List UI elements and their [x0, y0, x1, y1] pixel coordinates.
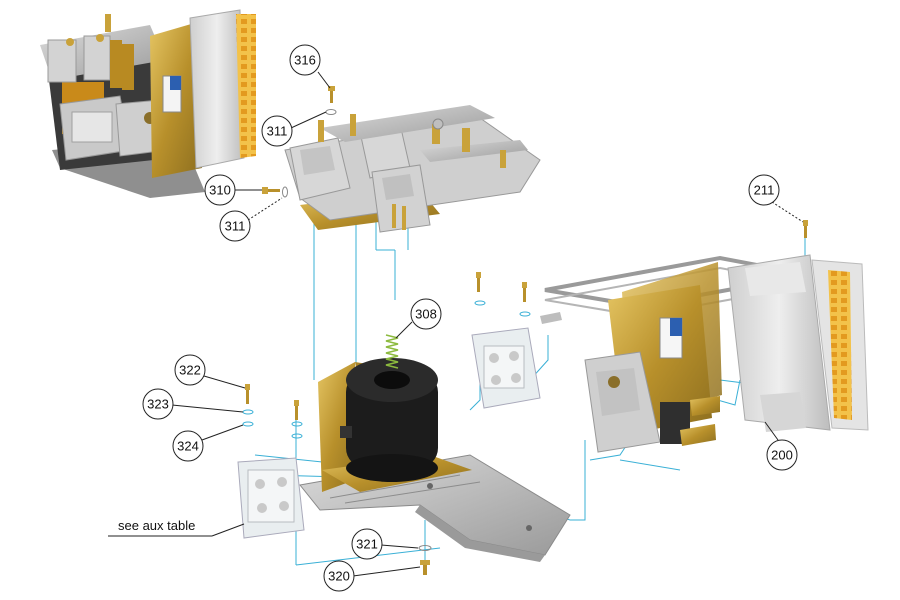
callout-320-label: 320: [328, 569, 350, 584]
callout-311-side: 311: [219, 197, 283, 242]
callout-308: 308: [395, 298, 442, 339]
callout-211-label: 211: [754, 183, 775, 198]
callout-324-label: 324: [177, 439, 199, 454]
callout-316: 316: [289, 44, 331, 89]
callout-200-label: 200: [771, 448, 793, 463]
screw-310-image: [262, 187, 280, 194]
coil-and-magnet-frame-image: [318, 358, 472, 492]
callout-310-label: 310: [209, 183, 231, 198]
washer-311-image: [325, 109, 337, 115]
callout-322: 322: [174, 354, 246, 389]
see-aux-table-label: see aux table: [118, 518, 195, 533]
assembled-contactor-image: [40, 9, 256, 198]
see-aux-table-note: see aux table: [108, 518, 245, 537]
callout-310: 310: [204, 174, 262, 206]
callout-320: 320: [323, 560, 421, 592]
screw-320-image: [420, 560, 430, 575]
callout-311-top-label: 311: [267, 124, 288, 139]
callout-323-label: 323: [147, 397, 169, 412]
screw-316-image: [328, 86, 335, 103]
callout-311-top: 311: [261, 111, 327, 147]
aux-contact-block-left-image: [237, 384, 305, 539]
callouts: 316 311 310 311 211 308: [108, 44, 804, 592]
washer-311b-image: [282, 186, 288, 198]
callout-322-label: 322: [179, 363, 201, 378]
callout-323: 323: [142, 388, 244, 420]
callout-308-label: 308: [415, 307, 437, 322]
callout-324: 324: [172, 424, 244, 462]
callout-211: 211: [748, 174, 804, 223]
callout-200: 200: [764, 421, 798, 471]
callout-311-side-label: 311: [225, 219, 246, 234]
spring-308-image: [385, 334, 399, 369]
right-subassembly-image: [540, 220, 869, 453]
callout-321: 321: [351, 528, 419, 560]
callout-316-label: 316: [294, 53, 316, 68]
top-contact-assembly-image: [284, 105, 541, 233]
washer-321-image: [418, 545, 432, 551]
callout-321-label: 321: [356, 537, 378, 552]
aux-contact-block-right-image: [471, 272, 541, 409]
